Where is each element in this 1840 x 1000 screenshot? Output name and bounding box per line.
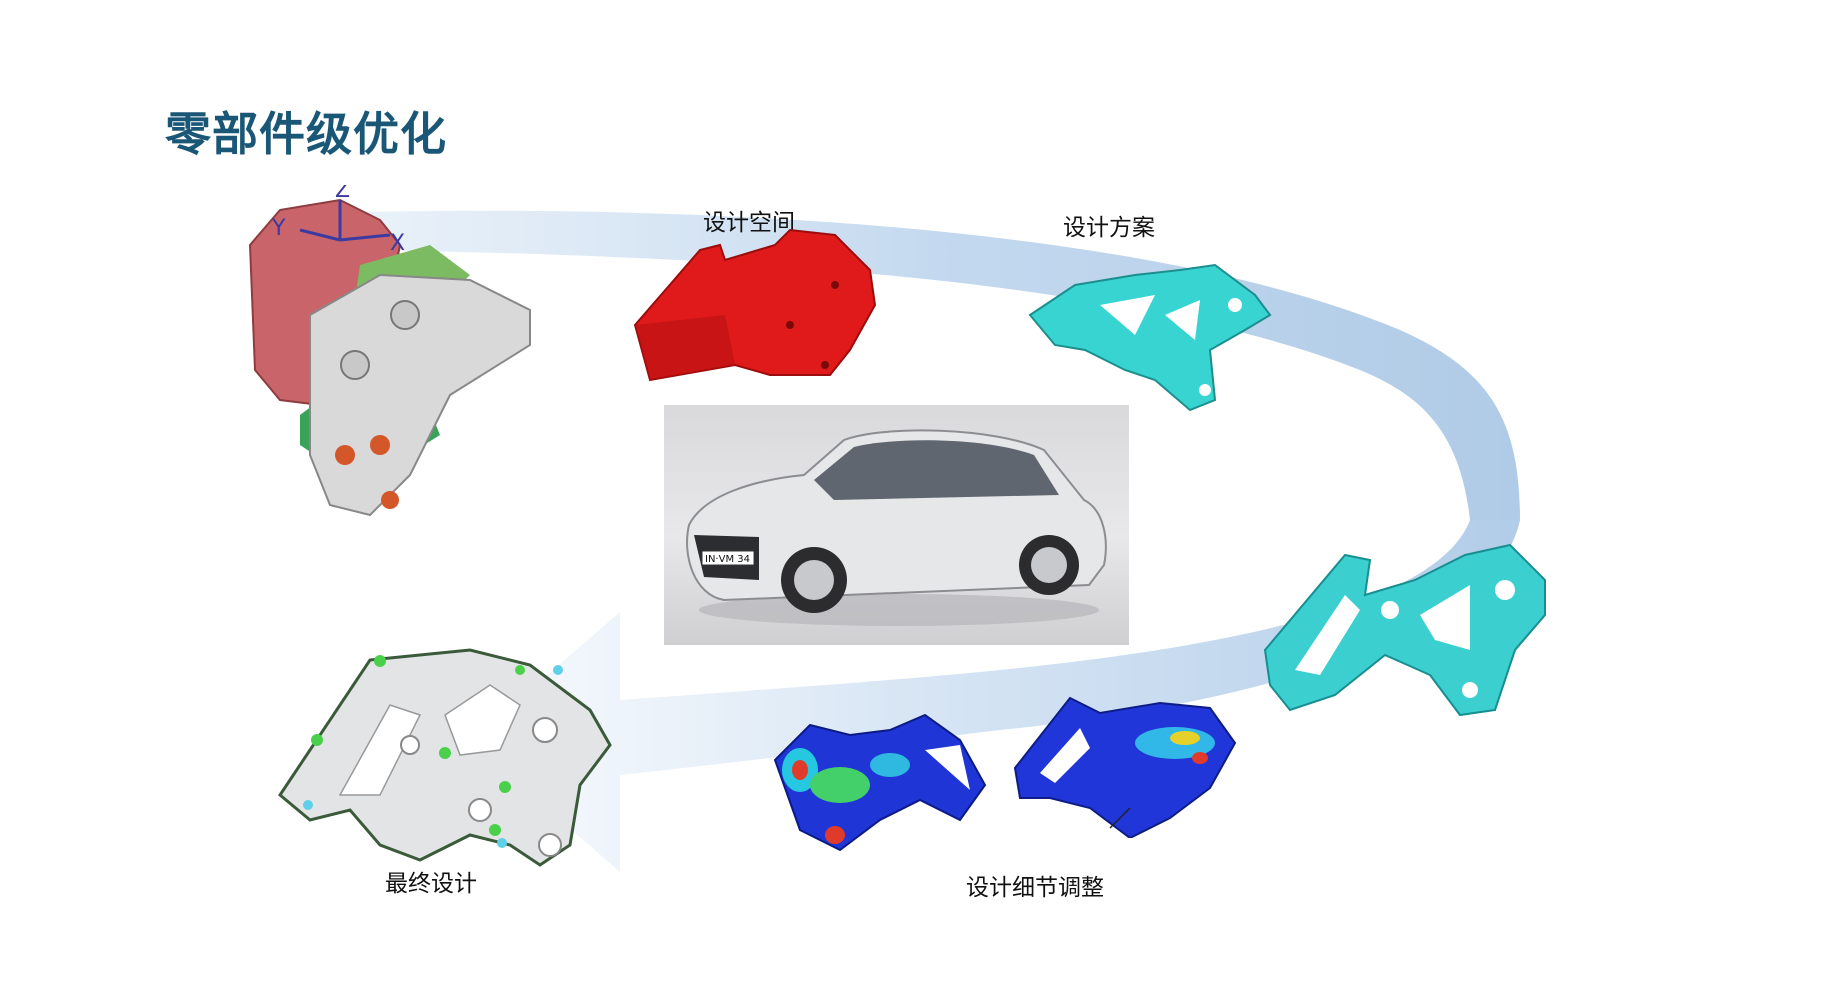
mount-hole-orange [381, 491, 399, 509]
y-axis-label: Y [271, 216, 286, 241]
engine-mount-assembly: Z Y X [248, 185, 531, 517]
bolt-hole [390, 300, 420, 330]
page-title: 零部件级优化 [165, 107, 447, 161]
bracket-hole [1462, 682, 1478, 698]
block-hole [831, 281, 839, 289]
final-hole [468, 798, 492, 822]
constraint-point [553, 665, 563, 675]
license-plate [701, 550, 755, 566]
grey-bracket [309, 273, 531, 517]
fea-stress-plot-left [773, 713, 987, 852]
block-hole [821, 361, 829, 369]
label-design-concept: 设计方案 [1063, 215, 1155, 241]
mesh-hole [1228, 298, 1242, 312]
car-photo: IN·VM 34 [664, 405, 1129, 645]
constraint-point [311, 734, 323, 746]
license-plate-text: IN·VM 34 [705, 554, 750, 565]
final-hole [400, 735, 420, 755]
bolt-hole [340, 350, 370, 380]
mount-hole-orange [370, 435, 390, 455]
constraint-point [497, 838, 507, 848]
constraint-point [303, 800, 313, 810]
block-hole [786, 321, 794, 329]
design-space-block [633, 228, 877, 382]
constraint-point [439, 747, 451, 759]
mount-hole-orange [335, 445, 355, 465]
x-axis-label: X [390, 231, 405, 256]
constraint-point [374, 655, 386, 667]
z-axis-label: Z [335, 185, 350, 203]
final-hole [538, 833, 562, 857]
fea-stress-plot-right [1013, 696, 1237, 838]
bracket-hole [1495, 580, 1515, 600]
final-design-bracket [278, 648, 612, 867]
design-concept-mesh [1028, 263, 1272, 412]
constraint-point [489, 824, 501, 836]
y-axis-line [299, 228, 341, 242]
bracket-hole [1381, 601, 1399, 619]
label-final-design: 最终设计 [385, 871, 477, 897]
final-hole [532, 717, 558, 743]
optimized-bracket-cyan [1263, 543, 1546, 717]
car-illustration: IN·VM 34 [686, 429, 1107, 626]
label-design-space: 设计空间 [703, 210, 795, 236]
flow-band-lower [470, 520, 1520, 872]
car-windows [814, 440, 1059, 500]
constraint-point [515, 665, 525, 675]
x-axis-line [339, 233, 391, 242]
mesh-hole [1199, 384, 1211, 396]
label-detail-adjustment: 设计细节调整 [966, 875, 1104, 901]
constraint-point [499, 781, 511, 793]
